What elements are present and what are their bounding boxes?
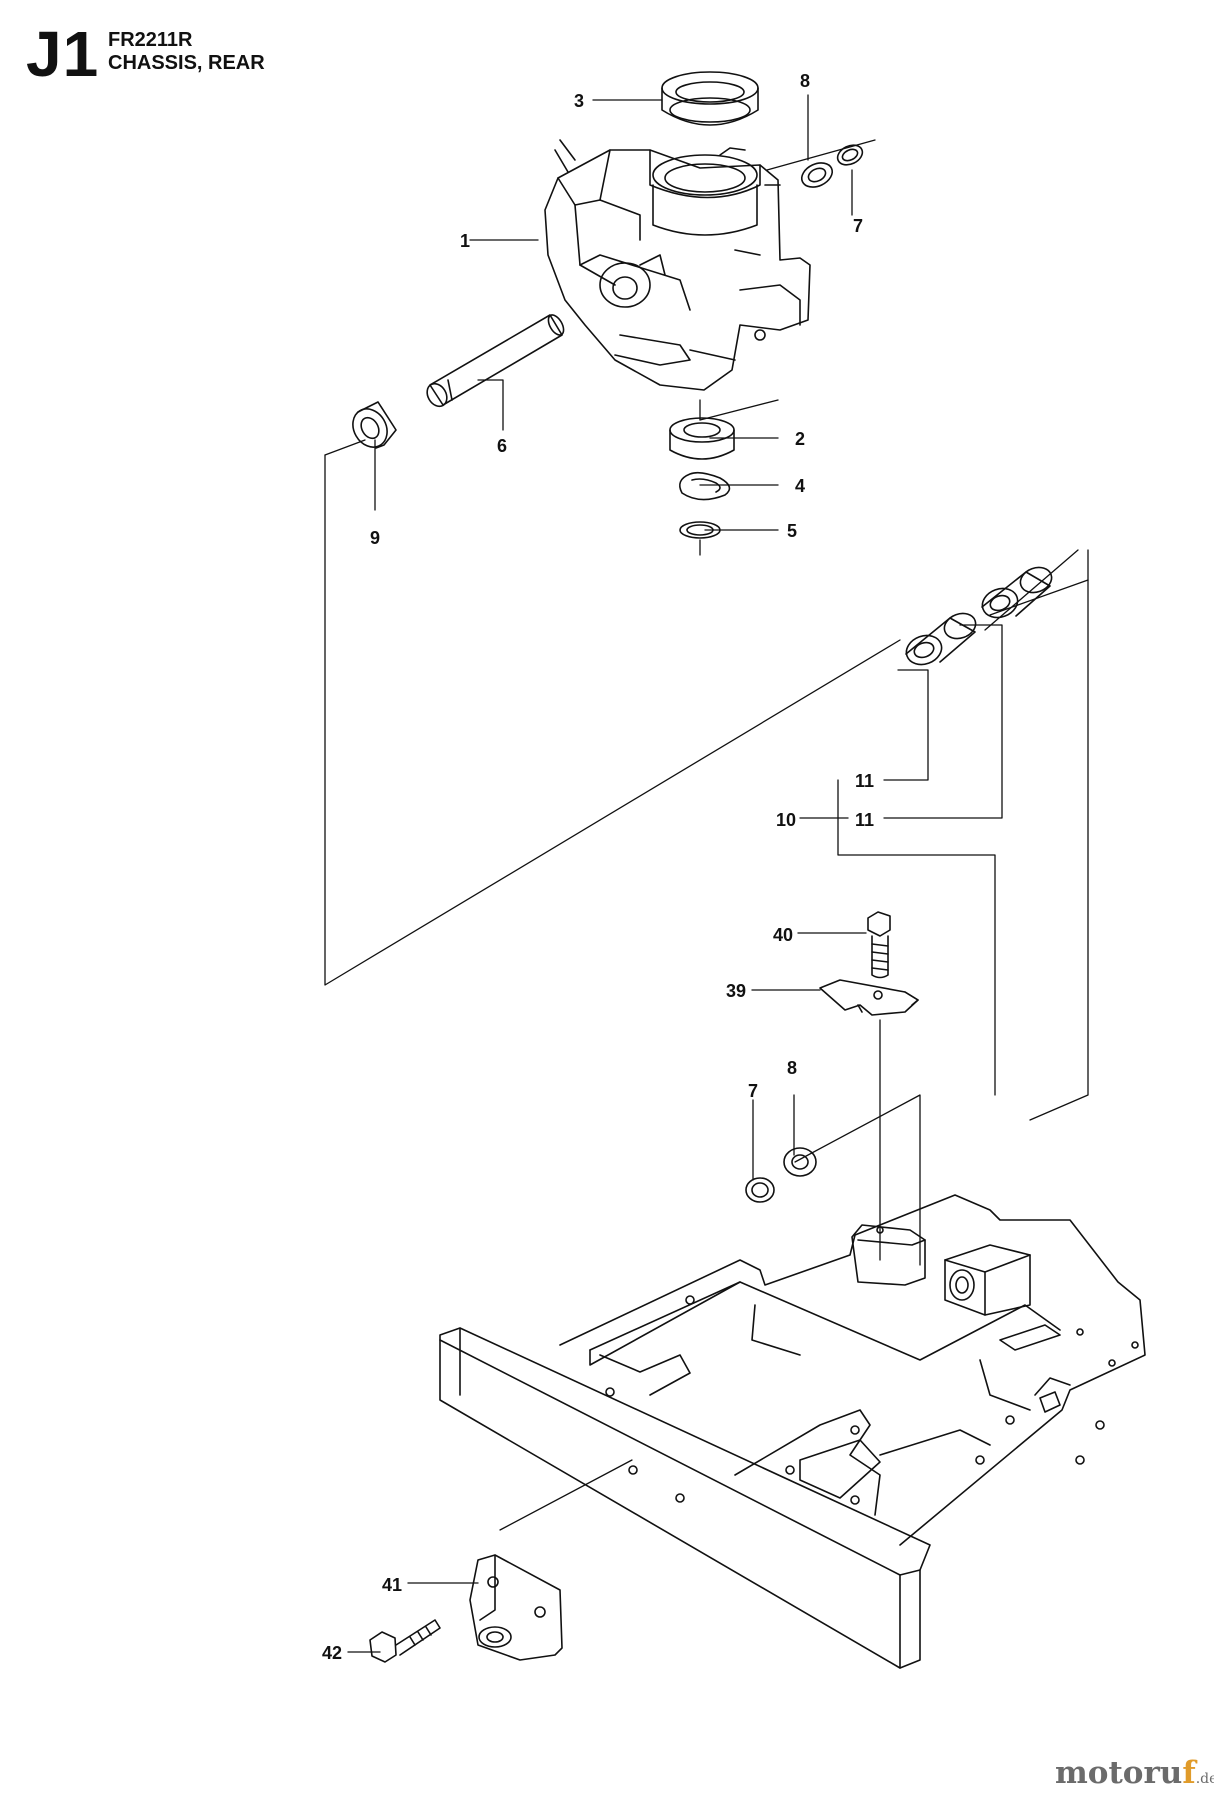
callout-7-top: 7 bbox=[853, 216, 863, 236]
leader-lines bbox=[324, 94, 1089, 1653]
section-code: J1 bbox=[26, 18, 100, 90]
diagram-title: CHASSIS, REAR bbox=[108, 52, 265, 74]
watermark-accent: f bbox=[1182, 1755, 1196, 1791]
part-11-bushing-a bbox=[905, 612, 977, 666]
callout-6: 6 bbox=[497, 436, 507, 456]
callout-9: 9 bbox=[370, 528, 380, 548]
part-8-washer-bottom bbox=[783, 1147, 817, 1177]
callout-1: 1 bbox=[460, 231, 470, 251]
watermark-logo: motoruf.de bbox=[1055, 1758, 1214, 1789]
part-8-washer-top bbox=[800, 162, 834, 188]
callout-3: 3 bbox=[574, 91, 584, 111]
callout-11-a: 11 bbox=[855, 771, 874, 791]
part-7-clip-bottom bbox=[745, 1177, 775, 1203]
callout-7-bottom: 7 bbox=[748, 1081, 758, 1101]
part-3-seal bbox=[661, 71, 759, 126]
watermark-suffix: .de bbox=[1195, 1771, 1214, 1787]
part-2-bearing bbox=[669, 417, 735, 460]
part-5-washer bbox=[679, 521, 721, 539]
callout-2: 2 bbox=[795, 429, 805, 449]
part-1-housing bbox=[544, 139, 811, 391]
part-7-clip-top bbox=[836, 144, 864, 166]
part-4-circlip bbox=[679, 471, 731, 501]
part-6-pin bbox=[426, 314, 565, 408]
callout-39: 39 bbox=[726, 981, 746, 1001]
watermark-brand: motoru bbox=[1055, 1755, 1183, 1791]
callout-labels: 3 8 7 1 2 6 4 9 5 11 10 11 40 39 8 7 41 … bbox=[322, 71, 874, 1663]
part-11-bushing-b bbox=[981, 566, 1053, 619]
part-10-chassis bbox=[439, 1194, 1146, 1669]
part-40-bolt bbox=[867, 911, 891, 979]
model-number: FR2211R bbox=[108, 29, 193, 51]
callout-40: 40 bbox=[773, 925, 793, 945]
part-39-bracket bbox=[819, 979, 919, 1016]
callout-42: 42 bbox=[322, 1643, 342, 1663]
callout-11-b: 11 bbox=[855, 810, 874, 830]
callout-5: 5 bbox=[787, 521, 797, 541]
callout-8-top: 8 bbox=[800, 71, 810, 91]
part-9-bushing bbox=[352, 401, 397, 449]
callout-8-bottom: 8 bbox=[787, 1058, 797, 1078]
part-42-bolt bbox=[369, 1619, 441, 1663]
callout-41: 41 bbox=[382, 1575, 402, 1595]
callout-10: 10 bbox=[776, 810, 796, 830]
callout-4: 4 bbox=[795, 476, 805, 496]
part-41-bracket bbox=[469, 1554, 563, 1661]
